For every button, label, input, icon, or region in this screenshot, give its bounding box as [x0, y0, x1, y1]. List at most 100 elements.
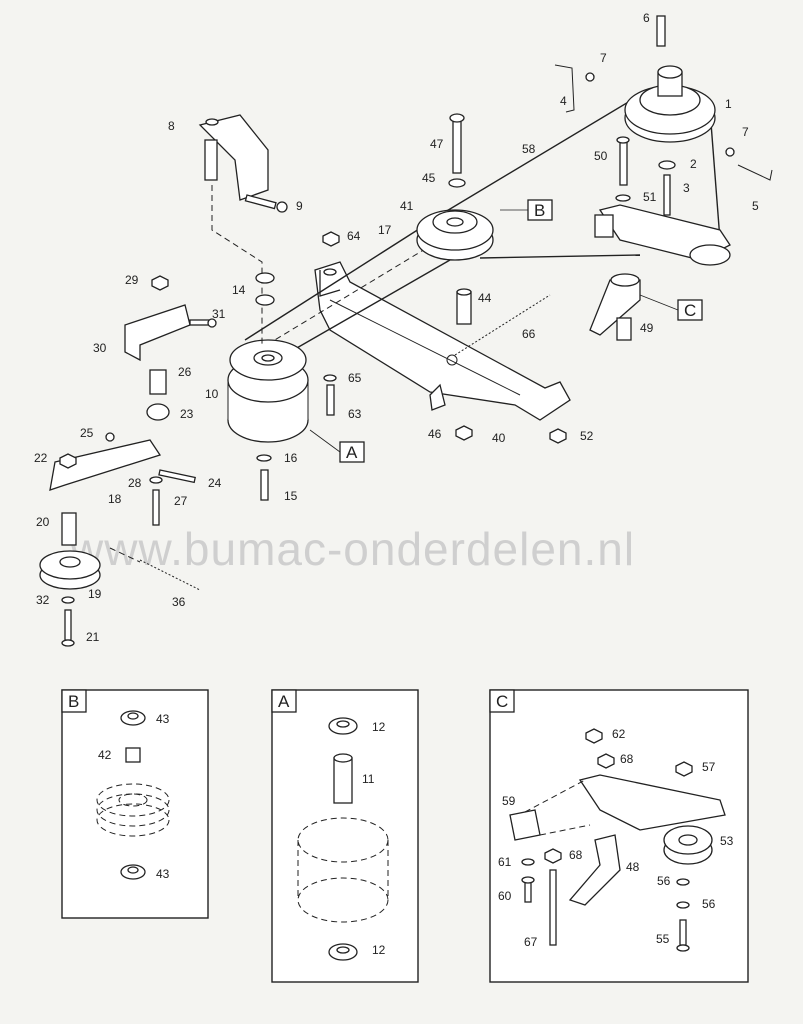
svg-text:C: C — [684, 301, 696, 320]
callout-40: 40 — [492, 431, 506, 445]
bracket-30 — [124, 304, 191, 362]
bolt-15 — [256, 454, 272, 501]
callout-8: 8 — [168, 119, 175, 133]
callout-20: 20 — [36, 515, 50, 529]
callout-15: 15 — [284, 489, 298, 503]
callout-61: 61 — [498, 855, 512, 869]
callout-57: 57 — [702, 760, 716, 774]
callout-66: 66 — [522, 327, 536, 341]
callout-22: 22 — [34, 451, 48, 465]
spacer-42 — [125, 747, 141, 763]
callout-25: 25 — [80, 426, 94, 440]
bolt-50 — [615, 136, 631, 202]
pulley-10 — [227, 339, 309, 443]
plate-18 — [49, 439, 162, 491]
dashed-guide-36 — [109, 547, 141, 563]
callout-7: 7 — [600, 51, 607, 65]
callout-14: 14 — [232, 283, 246, 297]
washer-56-top — [676, 878, 690, 886]
tag-c: C — [639, 294, 703, 321]
nut-57 — [675, 761, 693, 777]
bolt-3 — [658, 160, 676, 216]
dashed-guide-8 — [211, 185, 263, 345]
callout-47: 47 — [430, 137, 444, 151]
pin-5 — [737, 164, 773, 181]
svg-text:A: A — [346, 443, 358, 462]
idler-arm-49 — [589, 273, 641, 341]
svg-text:B: B — [68, 692, 79, 711]
spacer-44 — [456, 288, 472, 325]
pin-4 — [554, 64, 575, 113]
callout-62: 62 — [612, 727, 626, 741]
arm-48 — [568, 834, 621, 906]
callout-63: 63 — [348, 407, 362, 421]
tag-a: A — [309, 429, 365, 463]
callout-28: 28 — [128, 476, 142, 490]
callout-59: 59 — [502, 794, 516, 808]
callout-65: 65 — [348, 371, 362, 385]
callout-18: 18 — [108, 492, 122, 506]
callout-9: 9 — [296, 199, 303, 213]
callout-3: 3 — [683, 181, 690, 195]
callout-52: 52 — [580, 429, 594, 443]
bolt-24 — [158, 469, 196, 484]
callout-51: 51 — [643, 190, 657, 204]
main-callouts: 1234567789101415161719202122232425262728… — [34, 11, 759, 644]
bolt-47 — [448, 113, 466, 188]
callout-17: 17 — [378, 223, 392, 237]
frame-plate — [314, 261, 571, 421]
washer-32 — [61, 596, 75, 604]
callout-41: 41 — [400, 199, 414, 213]
bracket-8 — [198, 114, 269, 201]
bolt-27 — [149, 476, 163, 526]
callout-64: 64 — [347, 229, 361, 243]
callout-68: 68 — [569, 848, 583, 862]
nut-46 — [455, 425, 473, 441]
callout-10: 10 — [205, 387, 219, 401]
spring-66 — [446, 294, 551, 366]
bolt-21 — [61, 609, 75, 647]
callout-19: 19 — [88, 587, 102, 601]
callout-43: 43 — [156, 867, 170, 881]
callout-1: 1 — [725, 97, 732, 111]
spacer-14-lower — [255, 294, 275, 306]
bolt-9 — [244, 194, 288, 213]
callout-58: 58 — [522, 142, 536, 156]
nut-68-top — [597, 753, 615, 769]
washer-56-bottom — [676, 901, 690, 909]
callout-16: 16 — [284, 451, 298, 465]
spacer-14-upper — [255, 272, 275, 284]
callout-56: 56 — [657, 874, 671, 888]
callout-5: 5 — [752, 199, 759, 213]
nut-62 — [585, 728, 603, 744]
idler-bracket-c — [578, 774, 726, 831]
spacer-20 — [61, 512, 77, 546]
watermark-text: www.bumac-onderdelen.nl — [69, 523, 635, 575]
bushing-23 — [146, 403, 170, 421]
belt-58 — [439, 94, 721, 259]
nut-29 — [151, 275, 169, 291]
key-6 — [656, 15, 666, 47]
detail-box-b: B — [61, 689, 209, 919]
bolt-31 — [189, 318, 217, 328]
callout-56: 56 — [702, 897, 716, 911]
detail-box-c: C — [489, 689, 749, 983]
callout-49: 49 — [640, 321, 654, 335]
callout-24: 24 — [208, 476, 222, 490]
callout-30: 30 — [93, 341, 107, 355]
callout-36: 36 — [172, 595, 186, 609]
washer-61 — [521, 858, 535, 866]
bolt-63 — [323, 374, 337, 416]
spacer-26 — [149, 369, 167, 395]
svg-text:C: C — [496, 692, 508, 711]
washer-25 — [105, 432, 115, 442]
bolt-67 — [549, 869, 557, 946]
nut-22 — [59, 453, 77, 469]
idler-bracket-right — [594, 204, 731, 266]
callout-45: 45 — [422, 171, 436, 185]
washer-7-right — [725, 147, 735, 157]
callout-32: 32 — [36, 593, 50, 607]
bolt-60 — [521, 876, 535, 903]
